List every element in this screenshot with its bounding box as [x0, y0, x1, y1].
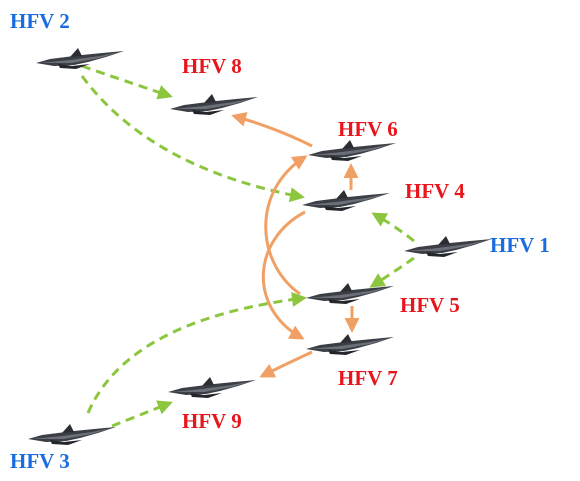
hfv2-label: HFV 2 — [10, 9, 70, 33]
link-hfv6-hfv8 — [231, 112, 313, 148]
hfv7-aircraft-icon — [306, 334, 394, 355]
link-hfv2-hfv8 — [81, 64, 173, 100]
hfv5-aircraft-icon — [306, 283, 394, 304]
hfv9-aircraft-icon — [168, 377, 256, 398]
link-hfv7-hfv9 — [259, 350, 313, 378]
link-hfv5-hfv6 — [264, 155, 308, 296]
hfv9-label: HFV 9 — [182, 409, 242, 433]
hfv3-aircraft-icon — [28, 424, 116, 445]
hfv2-aircraft-icon — [36, 48, 124, 69]
hfv1-label: HFV 1 — [490, 233, 550, 257]
hfv4-label: HFV 4 — [405, 179, 465, 203]
hfv8-label: HFV 8 — [182, 54, 242, 78]
link-hfv1-hfv4 — [371, 212, 415, 243]
hfv1-aircraft-icon — [404, 236, 492, 257]
hfv5-label: HFV 5 — [400, 293, 460, 317]
link-hfv2-hfv4 — [80, 75, 305, 203]
hfv8-aircraft-icon — [170, 94, 258, 115]
hfv6-aircraft-icon — [308, 140, 396, 161]
hfv4-aircraft-icon — [302, 190, 390, 211]
hfv6-label: HFV 6 — [338, 117, 398, 141]
link-hfv3-hfv5 — [86, 292, 307, 414]
link-hfv3-hfv9 — [111, 400, 173, 428]
hfv3-label: HFV 3 — [10, 449, 70, 473]
link-hfv1-hfv5 — [369, 256, 415, 288]
link-hfv4-hfv7 — [261, 210, 306, 340]
hfv7-label: HFV 7 — [338, 366, 398, 390]
